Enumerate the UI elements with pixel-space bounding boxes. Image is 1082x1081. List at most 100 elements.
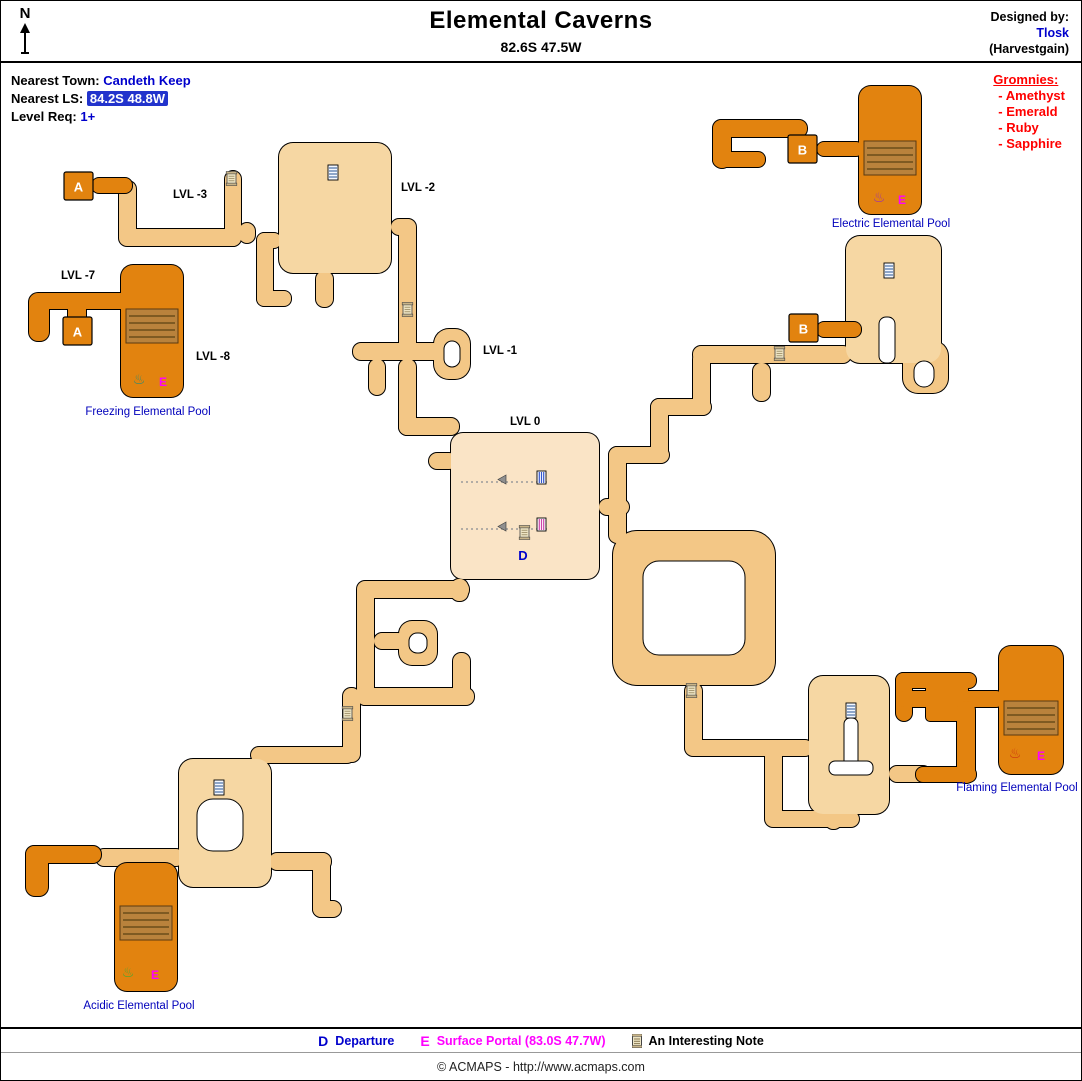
map-passage-outline bbox=[816, 321, 862, 338]
map-passage-outline bbox=[888, 765, 932, 783]
portal-marker-square bbox=[62, 316, 93, 346]
map-passage-outline bbox=[684, 682, 703, 756]
map-passage bbox=[651, 399, 668, 463]
arrow-icon bbox=[497, 474, 507, 485]
map-passage-dark bbox=[34, 293, 130, 309]
map-loop-hole bbox=[642, 560, 746, 656]
map-passage-outline bbox=[368, 358, 386, 396]
level-req-label: Level Req: bbox=[11, 109, 77, 124]
map-passage-outline bbox=[315, 270, 334, 308]
map-passage-outline bbox=[956, 700, 976, 784]
map-passage bbox=[119, 181, 136, 243]
ladder-down-icon bbox=[883, 262, 895, 279]
map-passage bbox=[609, 447, 669, 463]
map-passage-outline bbox=[95, 848, 185, 867]
map-passage-outline bbox=[25, 845, 49, 897]
map-passage-outline bbox=[118, 180, 137, 244]
map-passage-outline bbox=[268, 852, 332, 871]
map-passage-outline bbox=[452, 652, 471, 706]
map-passage-outline bbox=[816, 141, 864, 157]
departure-letter: D bbox=[518, 548, 527, 563]
level-label: LVL -1 bbox=[483, 345, 518, 357]
map-passage bbox=[753, 363, 770, 401]
map-loop-hole bbox=[196, 798, 244, 852]
map-passage-dark bbox=[957, 701, 975, 783]
map-passage-outline bbox=[808, 675, 890, 815]
map-passage bbox=[889, 766, 931, 782]
map-passage-outline bbox=[91, 177, 133, 194]
nearest-town-value: Candeth Keep bbox=[103, 73, 191, 88]
nearest-town-line: Nearest Town: Candeth Keep bbox=[11, 72, 191, 90]
map-passage bbox=[399, 219, 416, 360]
map-passage-outline bbox=[845, 235, 942, 364]
map-passage-dark bbox=[896, 673, 976, 688]
map-room bbox=[809, 676, 889, 814]
ladder-down-icon bbox=[327, 164, 339, 181]
map-passage bbox=[434, 329, 470, 379]
map-passage-dark bbox=[916, 767, 976, 782]
map-passage bbox=[451, 579, 468, 601]
gromnies-item: - Ruby bbox=[998, 120, 1039, 135]
designed-by-label: Designed by: bbox=[990, 10, 1070, 24]
level-label: LVL 0 bbox=[510, 416, 540, 428]
map-passage bbox=[609, 447, 626, 517]
nearest-town-label: Nearest Town: bbox=[11, 73, 100, 88]
map-passage bbox=[453, 653, 470, 705]
legend-departure: D Departure bbox=[318, 1033, 394, 1049]
map-passage-outline bbox=[398, 417, 460, 436]
page-coordinates: 82.6S 47.5W bbox=[500, 39, 582, 55]
note-icon bbox=[401, 302, 414, 317]
north-arrow-icon bbox=[20, 23, 30, 54]
map-passage-outline bbox=[692, 345, 758, 364]
map-passage-outline bbox=[312, 900, 342, 918]
nearest-ls-value: 84.2S 48.8W bbox=[86, 91, 169, 106]
map-passage bbox=[429, 453, 457, 469]
map-passage bbox=[225, 171, 241, 246]
map-passage-outline bbox=[450, 578, 469, 602]
map-passage bbox=[313, 853, 330, 917]
map-passage bbox=[251, 747, 355, 763]
map-passage-outline bbox=[278, 142, 392, 274]
portal-marker-square bbox=[788, 313, 819, 343]
surface-portal-letter: E bbox=[159, 375, 167, 389]
map-room-inner-wall bbox=[843, 717, 859, 775]
map-passage bbox=[903, 341, 948, 393]
map-passage bbox=[357, 581, 374, 705]
map-passage-outline bbox=[915, 766, 977, 783]
svg-text:♨: ♨ bbox=[873, 190, 886, 206]
designer-name: Tlosk bbox=[1036, 26, 1069, 40]
map-passage bbox=[343, 688, 360, 762]
portal-marker-letter: B bbox=[798, 143, 807, 158]
map-passage bbox=[765, 811, 859, 827]
map-passage bbox=[257, 233, 281, 248]
map-legend: D Departure E Surface Portal (83.0S 47.7… bbox=[1, 1027, 1081, 1053]
map-passage-outline bbox=[895, 672, 977, 689]
nearest-ls-label: Nearest LS: bbox=[11, 91, 84, 106]
compass: N bbox=[13, 6, 37, 62]
map-passage bbox=[693, 351, 710, 415]
map-passage-outline bbox=[224, 170, 242, 247]
pool-label: Electric Elemental Pool bbox=[832, 218, 950, 230]
level-req-line: Level Req: 1+ bbox=[11, 108, 191, 126]
map-passage-dark bbox=[713, 152, 765, 167]
info-block: Nearest Town: Candeth Keep Nearest LS: 8… bbox=[11, 72, 191, 126]
portal-marker-square bbox=[63, 171, 94, 201]
gromnies-item: - Emerald bbox=[998, 104, 1058, 119]
map-passage bbox=[359, 581, 469, 598]
spring-icon: ♨ bbox=[122, 965, 135, 981]
pool-label: Acidic Elemental Pool bbox=[83, 1000, 194, 1012]
map-passage-outline bbox=[256, 290, 292, 307]
map-passage-outline bbox=[612, 530, 776, 686]
portal-marker-square bbox=[787, 134, 818, 164]
map-passage-outline bbox=[28, 292, 50, 342]
map-room bbox=[846, 236, 941, 363]
surface-portal-letter: E bbox=[898, 193, 906, 207]
map-room-lvl0 bbox=[451, 433, 599, 579]
spring-icon: ♨ bbox=[133, 372, 146, 388]
map-passage-outline bbox=[824, 800, 843, 830]
note-icon bbox=[341, 706, 354, 721]
map-passage-dark bbox=[926, 684, 968, 721]
map-passage-outline bbox=[118, 228, 242, 247]
map-passage-outline bbox=[608, 446, 670, 464]
map-passage bbox=[391, 219, 415, 235]
